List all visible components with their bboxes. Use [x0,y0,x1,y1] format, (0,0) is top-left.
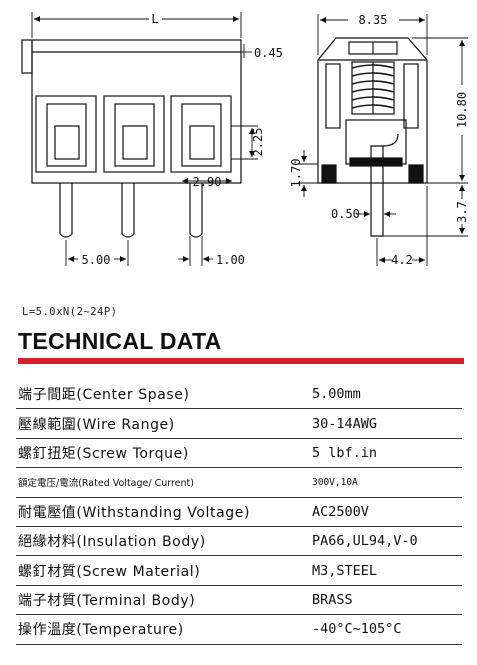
dim-2-90: 2.90 [193,175,222,189]
spec-row: 螺釘扭矩(Screw Torque) 5 lbf.in [16,438,462,469]
spec-value: 300V,10A [310,467,462,498]
spec-table: 端子間距(Center Spase) 5.00mm 壓線範圍(Wire Rang… [16,380,462,645]
side-dimension-lines [298,14,468,266]
spec-row: 端子材質(Terminal Body) BRASS [16,585,462,616]
spec-row: 壓線範圍(Wire Range) 30-14AWG [16,408,462,439]
spec-value: -40°C~105°C [310,614,462,645]
spec-value: AC2500V [310,497,462,527]
dim-0-45: 0.45 [254,46,283,60]
side-view [317,37,428,237]
spec-label: 螺釘材質(Screw Material) [16,555,310,586]
dim-3-7: 3.7 [455,201,469,223]
spec-label: 操作溫度(Temperature) [16,614,310,645]
dim-1-00: 1.00 [216,253,245,267]
dim-length-label: L [151,12,158,26]
side-dimension-texts: 8.35 10.80 3.7 0.50 4.2 1.70 [289,13,469,267]
front-view [21,39,242,238]
dim-1-70: 1.70 [289,159,303,188]
length-formula-note: L=5.0xN(2~24P) [22,306,118,318]
front-dimension-texts: L 0.45 2.25 2.90 5.00 1.00 [82,12,283,267]
spec-row: 操作溫度(Temperature) -40°C~105°C [16,614,462,645]
spec-label: 端子材質(Terminal Body) [16,585,310,616]
spec-value: PA66,UL94,V-0 [310,526,462,557]
spec-row: 額定電压/電流(Rated Voltage/ Current) 300V,10A [16,467,462,498]
spec-label: 額定電压/電流(Rated Voltage/ Current) [16,467,310,498]
spec-row: 螺釘材質(Screw Material) M3,STEEL [16,555,462,586]
dim-8-35: 8.35 [359,13,388,27]
spec-value: 5 lbf.in [310,438,462,469]
spec-row: 端子間距(Center Spase) 5.00mm [16,380,462,410]
dim-4-2: 4.2 [391,253,413,267]
spec-value: 30-14AWG [310,408,462,439]
technical-drawing: L 0.45 2.25 2.90 5.00 1.00 [21,12,469,267]
spec-label: 耐電壓值(Withstanding Voltage) [16,497,310,527]
spec-label: 端子間距(Center Spase) [16,380,310,410]
spec-row: 絕緣材料(Insulation Body) PA66,UL94,V-0 [16,526,462,557]
spec-label: 螺釘扭矩(Screw Torque) [16,438,310,469]
dim-2-25: 2.25 [251,128,265,157]
front-dimension-lines [31,12,258,266]
heading-accent-bar [18,358,464,364]
spec-value: BRASS [310,585,462,616]
spec-row: 耐電壓值(Withstanding Voltage) AC2500V [16,497,462,527]
dim-0-50: 0.50 [331,207,360,221]
spec-label: 絕緣材料(Insulation Body) [16,526,310,557]
spec-value: M3,STEEL [310,555,462,586]
technical-data-heading: TECHNICAL DATA [18,328,222,354]
dim-5-00: 5.00 [82,253,111,267]
spec-label: 壓線範圍(Wire Range) [16,408,310,439]
spec-value: 5.00mm [310,380,462,410]
dim-10-80: 10.80 [455,92,469,128]
